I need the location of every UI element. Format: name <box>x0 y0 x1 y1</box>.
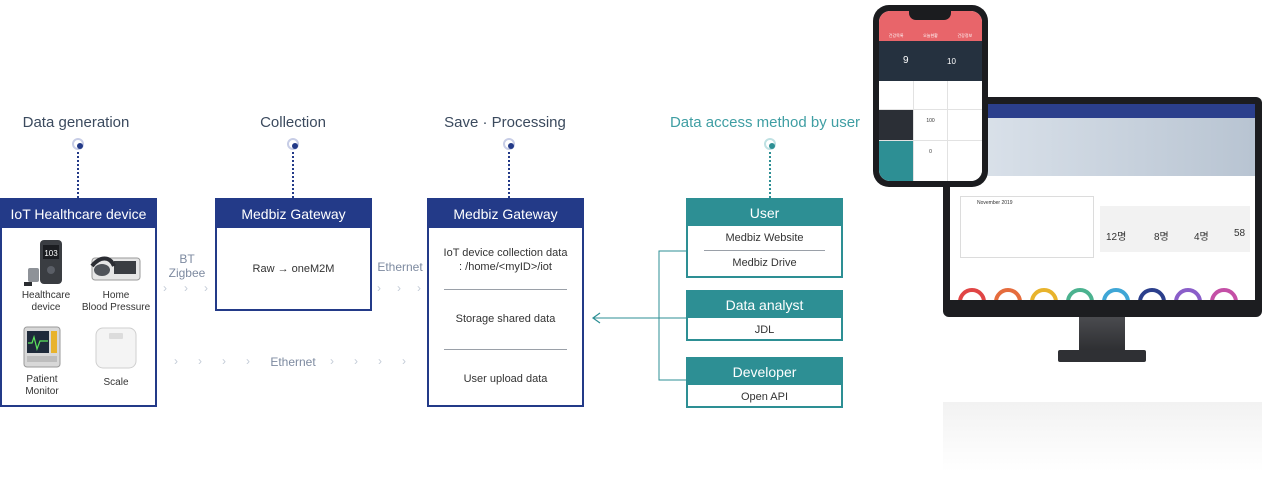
device-label-bp: Home Blood Pressure <box>81 290 151 313</box>
monitor-banner <box>950 118 1255 176</box>
gateway-collection-title: Medbiz Gateway <box>217 200 370 228</box>
phone-notch <box>909 11 951 20</box>
connection-label-ethernet-top: Ethernet <box>377 260 423 274</box>
monitor-calendar: November 2019 <box>960 196 1094 258</box>
connector-line-access <box>769 152 771 198</box>
stage-dot-processing <box>503 138 515 150</box>
chevron-right-icon: › <box>378 354 382 368</box>
connector-line-processing <box>508 152 510 198</box>
chevron-right-icon: › <box>417 281 421 295</box>
connection-label-bt-zigbee: BT Zigbee <box>168 252 206 280</box>
chevron-right-icon: › <box>204 281 208 295</box>
user-item-drive: Medbiz Drive <box>732 257 797 269</box>
blood-pressure-icon <box>90 256 141 281</box>
processing-divider <box>444 289 567 290</box>
monitor-nav-bar <box>950 104 1255 118</box>
gateway-processing-box: Medbiz Gateway <box>427 198 584 407</box>
device-label-monitor: Patient Monitor <box>25 374 59 397</box>
monitor-stat-1: 12명 <box>1106 232 1127 243</box>
chevron-right-icon: › <box>402 354 406 368</box>
developer-box: Developer Open API <box>686 357 843 408</box>
phone-grid-cell <box>948 110 982 140</box>
phone-grid-cell <box>879 141 913 181</box>
monitor-reflection <box>943 402 1262 472</box>
phone-grid-cell <box>879 81 913 109</box>
chevron-right-icon: › <box>198 354 202 368</box>
patient-monitor-icon <box>23 326 61 368</box>
monitor-stand-base <box>1058 350 1146 362</box>
phone-tab: 건강정보 <box>957 33 973 38</box>
chevron-right-icon: › <box>163 281 167 295</box>
chevron-right-icon: › <box>184 281 188 295</box>
connection-label-ethernet-bottom: Ethernet <box>270 355 316 369</box>
monitor-gauge-row <box>958 288 1238 300</box>
stage-dot-collection <box>287 138 299 150</box>
monitor-calendar-title: November 2019 <box>977 200 1013 206</box>
phone-grid-menu: 100 0 <box>879 81 982 181</box>
analyst-box-title: Data analyst <box>688 292 841 318</box>
monitor-stats-panel <box>1100 206 1250 252</box>
iot-device-box-title: IoT Healthcare device <box>2 200 155 228</box>
analyst-box: Data analyst JDL <box>686 290 843 341</box>
phone-stats-panel: 9 10 <box>879 41 982 81</box>
phone-grid-value: 100 <box>913 110 948 140</box>
gateway-processing-title: Medbiz Gateway <box>429 200 582 228</box>
monitor-screen: November 2019 12명 8명 4명 58 <box>950 104 1255 300</box>
user-item-website: Medbiz Website <box>725 232 804 244</box>
chevron-right-icon: › <box>246 354 250 368</box>
phone-tab: 오늘현황 <box>923 33 938 38</box>
phone-tab: 건강목록 <box>888 33 904 38</box>
processing-item-upload-data: User upload data <box>463 373 548 385</box>
monitor-stat-4: 58 <box>1234 228 1246 239</box>
svg-text:103: 103 <box>44 249 58 258</box>
processing-item-iot-data: IoT device collection data : /home/<myID… <box>443 247 568 273</box>
phone-grid-cell <box>879 110 913 140</box>
analyst-item-jdl: JDL <box>754 324 775 336</box>
stage-title-collection: Collection <box>260 114 326 131</box>
stage-dot-access <box>764 138 776 150</box>
phone-grid-cell <box>948 81 982 109</box>
stage-title-access: Data access method by user <box>669 114 861 131</box>
developer-item-openapi: Open API <box>740 391 789 403</box>
stage-title-generation: Data generation <box>22 114 130 131</box>
scale-icon <box>95 327 137 369</box>
phone-stat-1: 9 <box>903 55 909 66</box>
developer-box-title: Developer <box>688 359 841 385</box>
processing-item-shared-data: Storage shared data <box>455 313 556 325</box>
processing-divider <box>444 349 567 350</box>
chevron-right-icon: › <box>174 354 178 368</box>
chevron-right-icon: › <box>354 354 358 368</box>
phone-screen: 건강목록 오늘현황 건강정보 9 10 100 0 <box>879 11 982 181</box>
phone-stat-2: 10 <box>947 57 956 66</box>
access-connector-lines <box>591 250 686 381</box>
phone-grid-cell <box>913 81 948 109</box>
user-box-title: User <box>688 200 841 226</box>
connector-line-collection <box>292 152 294 198</box>
device-label-healthcare: Healthcare device <box>21 290 71 313</box>
stage-dot-generation <box>72 138 84 150</box>
gateway-collection-content: Raw → oneM2M <box>252 263 335 275</box>
chevron-right-icon: › <box>377 281 381 295</box>
glucose-meter-icon: 103 <box>24 240 62 286</box>
phone-grid-cell <box>948 141 982 181</box>
chevron-right-icon: › <box>222 354 226 368</box>
connector-line-generation <box>77 152 79 198</box>
chevron-right-icon: › <box>397 281 401 295</box>
device-label-scale: Scale <box>103 377 129 388</box>
monitor-stat-2: 8명 <box>1154 232 1169 243</box>
user-divider <box>704 250 825 251</box>
iot-device-box: IoT Healthcare device <box>0 198 157 407</box>
chevron-right-icon: › <box>330 354 334 368</box>
monitor-stat-3: 4명 <box>1194 232 1209 243</box>
user-box: User Medbiz Website Medbiz Drive <box>686 198 843 278</box>
phone-tab-bar: 건강목록 오늘현황 건강정보 <box>879 31 982 41</box>
phone-grid-value: 0 <box>913 141 948 181</box>
monitor-stand-neck <box>1079 317 1125 353</box>
stage-title-processing: Save · Processing <box>444 114 566 131</box>
gateway-collection-box: Medbiz Gateway Raw → oneM2M <box>215 198 372 311</box>
